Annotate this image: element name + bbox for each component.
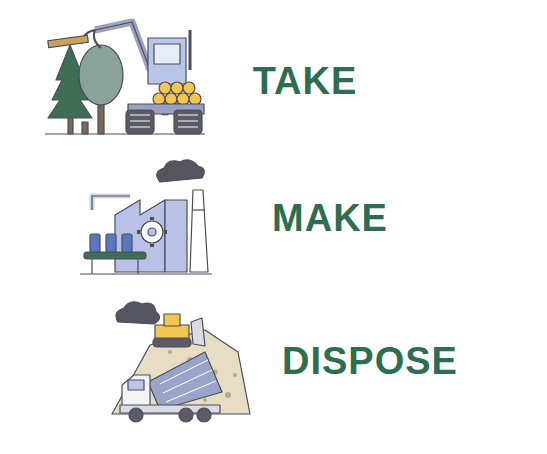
harvester-illustration	[45, 22, 205, 134]
stage-label: MAKE	[272, 198, 388, 240]
arrow-fill	[25, 18, 453, 145]
stage-label: TAKE	[253, 61, 358, 103]
stage-label: DISPOSE	[282, 341, 458, 383]
arrow-fill	[60, 152, 492, 285]
arrow-band: DISPOSE	[95, 295, 525, 428]
factory-illustration	[80, 160, 212, 274]
landfill-illustration	[112, 302, 250, 422]
arrow-shape	[25, 18, 453, 145]
arrow-fill	[95, 295, 525, 428]
arrow-band: TAKE	[25, 18, 453, 145]
arrow-band: MAKE	[60, 152, 492, 285]
